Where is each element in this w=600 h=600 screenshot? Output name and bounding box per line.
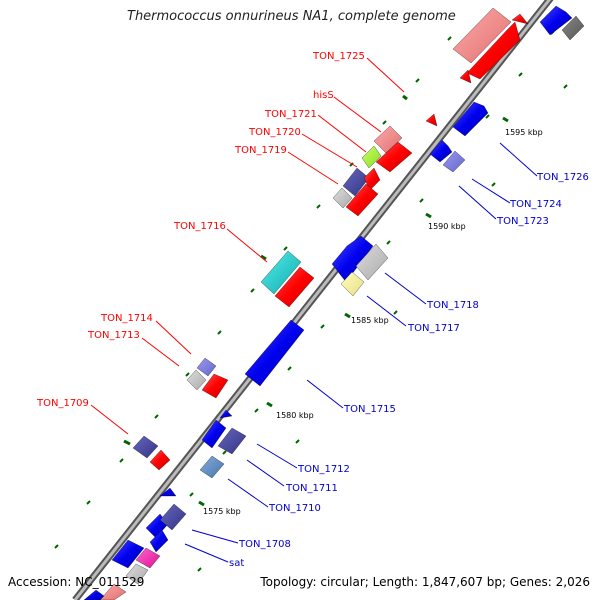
gene-arrow: [244, 319, 305, 387]
gene-arrow: [345, 183, 379, 217]
gene-block: [135, 547, 161, 569]
gene-label[interactable]: TON_1726: [536, 172, 589, 183]
gene-label[interactable]: TON_1708: [238, 539, 291, 550]
gene-arrow: [459, 69, 472, 84]
gene-label[interactable]: TON_1725: [312, 51, 365, 62]
gene-block: [442, 150, 466, 173]
tick-marks: [54, 30, 568, 572]
gene-arrow: [452, 101, 489, 137]
genome-summary-text: Topology: circular; Length: 1,847,607 bp…: [260, 575, 590, 589]
gene-label[interactable]: TON_1720: [248, 127, 301, 138]
gene-arrow: [331, 235, 374, 283]
gene-arrow: [466, 21, 521, 80]
genome-backbone: [72, 0, 554, 600]
gene-label[interactable]: sat: [229, 558, 244, 569]
gene-arrow: [111, 539, 145, 569]
gene-arrow: [149, 529, 169, 553]
gene-block: [373, 125, 403, 154]
gene-label[interactable]: TON_1721: [264, 109, 317, 120]
gene-block: [561, 15, 585, 41]
gene-label[interactable]: TON_1710: [268, 503, 321, 514]
gene-block: [355, 243, 389, 281]
gene-block: [217, 427, 247, 455]
gene-block: [260, 250, 302, 295]
genes-reverse-strand: [99, 7, 529, 600]
gene-label[interactable]: TON_1715: [343, 404, 396, 415]
scale-label-1575: 1575 kbp: [203, 507, 241, 516]
gene-label[interactable]: TON_1711: [285, 483, 338, 494]
tick-major: [198, 116, 509, 507]
scale-label-1595: 1595 kbp: [505, 128, 543, 137]
gene-block: [186, 369, 207, 391]
gene-label[interactable]: TON_1718: [426, 300, 479, 311]
gene-arrow: [159, 487, 177, 497]
gene-label[interactable]: TON_1712: [297, 464, 350, 475]
gene-block: [132, 435, 159, 459]
tick-left-near: [123, 94, 408, 446]
gene-label[interactable]: TON_1717: [407, 323, 460, 334]
gene-block: [332, 187, 353, 209]
gene-arrow: [429, 139, 453, 163]
gene-arrow: [511, 13, 529, 25]
gene-block: [99, 583, 127, 600]
gene-label[interactable]: TON_1713: [87, 330, 140, 341]
gene-arrow: [201, 373, 229, 399]
genes-forward-strand: [83, 5, 585, 600]
gene-labels-right: TON_1726 TON_1724 TON_1723 TON_1718 TON_…: [229, 172, 589, 569]
gene-label[interactable]: TON_1716: [173, 221, 226, 232]
gene-block: [199, 455, 225, 479]
gene-block: [340, 271, 365, 297]
gene-arrow: [274, 266, 315, 308]
gene-label[interactable]: TON_1709: [36, 398, 89, 409]
map-title: Thermococcus onnurineus NA1, complete ge…: [127, 9, 456, 24]
gene-label[interactable]: TON_1723: [496, 216, 549, 227]
gene-label[interactable]: TON_1724: [509, 199, 562, 210]
gene-arrow: [83, 589, 105, 600]
gene-label[interactable]: TON_1714: [100, 313, 153, 324]
gene-arrow: [149, 449, 171, 471]
accession-text: Accession: NC_011529: [8, 575, 145, 589]
gene-block: [361, 145, 382, 169]
label-leader-lines: [90, 57, 538, 563]
gene-block: [125, 563, 149, 585]
gene-arrow: [375, 141, 413, 173]
gene-arrow: [539, 5, 573, 36]
gene-block: [452, 7, 512, 64]
scale-label-1590: 1590 kbp: [428, 222, 466, 231]
gene-arrow: [201, 419, 227, 449]
scale-label-1585: 1585 kbp: [351, 316, 389, 325]
gene-block: [159, 503, 187, 531]
tick-left-far: [54, 36, 452, 549]
gene-labels-left: TON_1725 hisS TON_1721 TON_1720 TON_1719…: [36, 51, 365, 409]
gene-arrow: [425, 113, 438, 127]
gene-block: [196, 357, 217, 377]
scale-label-1580: 1580 kbp: [276, 411, 314, 420]
gene-arrow: [219, 409, 233, 419]
gene-label[interactable]: hisS: [313, 90, 334, 101]
gene-label[interactable]: TON_1719: [234, 145, 287, 156]
tick-right-far: [197, 84, 568, 572]
